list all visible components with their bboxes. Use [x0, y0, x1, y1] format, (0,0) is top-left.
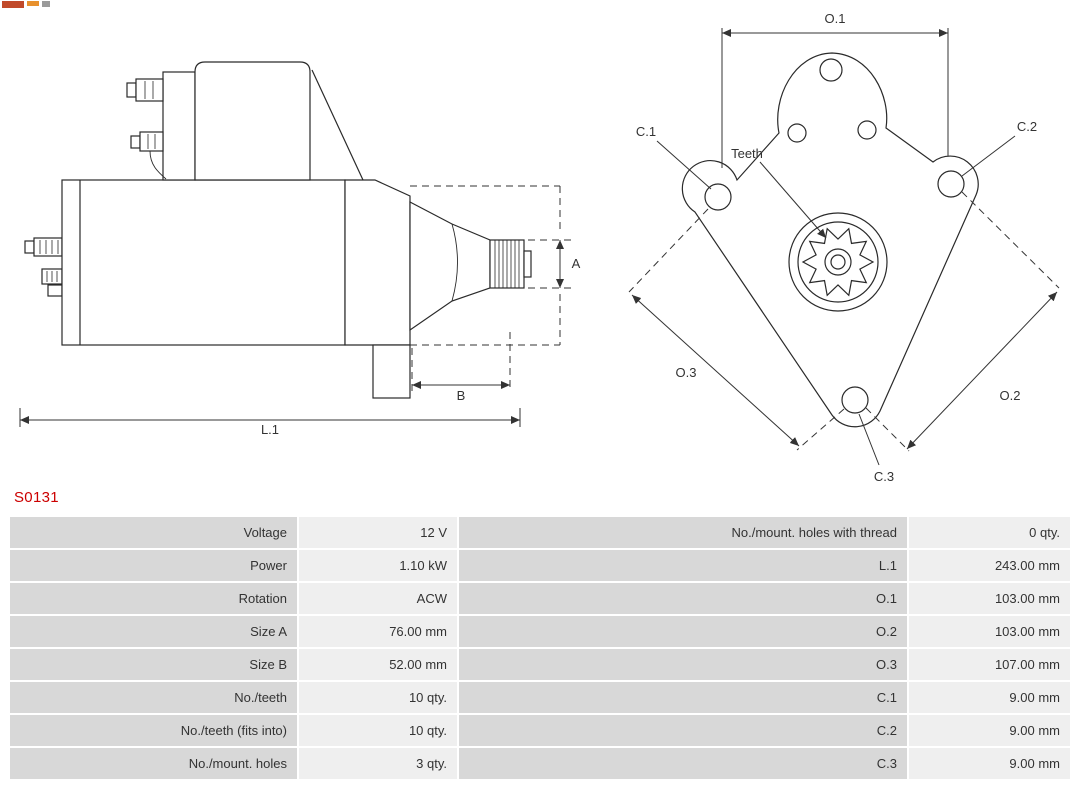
dim-label-c3: C.3 [874, 469, 894, 484]
spec-label-cell: Size B [10, 649, 297, 680]
leader-c3 [858, 413, 880, 466]
spec-value-cell: 0 qty. [909, 517, 1070, 548]
small-hole [857, 120, 877, 140]
spec-value-cell: 52.00 mm [299, 649, 457, 680]
mounting-hole-c1 [704, 183, 732, 211]
nut-facets [144, 81, 154, 99]
spec-value-cell: 9.00 mm [909, 682, 1070, 713]
spec-value-cell: 107.00 mm [909, 649, 1070, 680]
top-hole [819, 58, 843, 82]
dim-o3-arrow [631, 294, 800, 447]
spec-value-cell: 9.00 mm [909, 748, 1070, 779]
spec-label-cell: C.1 [459, 682, 907, 713]
spec-label-cell: No./teeth (fits into) [10, 715, 297, 746]
spec-value-cell: 3 qty. [299, 748, 457, 779]
spec-value-cell: 103.00 mm [909, 616, 1070, 647]
spec-label-cell: O.1 [459, 583, 907, 614]
spec-label-cell: Size A [10, 616, 297, 647]
leader-c1 [656, 140, 712, 190]
spec-label-cell: No./mount. holes [10, 748, 297, 779]
solenoid-terminal [126, 82, 137, 98]
dim-label-o2: O.2 [1000, 388, 1021, 403]
dim-b-extension-lines [411, 332, 511, 392]
terminal-stud [24, 240, 35, 254]
spec-value-cell: ACW [299, 583, 457, 614]
side-view [24, 61, 532, 399]
spec-value-cell: 103.00 mm [909, 583, 1070, 614]
spec-value-cell: 1.10 kW [299, 550, 457, 581]
terminal-stud [47, 284, 63, 297]
dim-a-extension-lines [528, 239, 574, 289]
nut-facets [147, 134, 156, 149]
spec-label-cell: O.2 [459, 616, 907, 647]
spec-label-cell: Power [10, 550, 297, 581]
nose-contour [451, 223, 458, 302]
gear-spline-lines [494, 240, 520, 288]
mounting-foot [372, 344, 411, 399]
solenoid-terminal [139, 131, 164, 152]
logo-fragment-bar [27, 1, 39, 6]
spec-label-cell: O.3 [459, 649, 907, 680]
spec-value-cell: 10 qty. [299, 682, 457, 713]
part-number: S0131 [14, 489, 59, 506]
dim-label-c1: C.1 [636, 124, 656, 139]
spec-label-cell: No./teeth [10, 682, 297, 713]
aspl-logo-fragment [2, 1, 50, 8]
leader-c2 [961, 135, 1016, 177]
dim-o2-extension-lines [865, 191, 1060, 452]
wire-line [149, 150, 167, 180]
solenoid-terminal [130, 135, 141, 149]
solenoid-cap [162, 71, 196, 181]
dim-label-teeth: Teeth [731, 146, 763, 161]
spec-value-cell: 12 V [299, 517, 457, 548]
small-hole [787, 123, 807, 143]
front-view [681, 52, 979, 428]
thread-lines [39, 240, 59, 254]
dim-label-o3: O.3 [676, 365, 697, 380]
spec-label-cell: C.3 [459, 748, 907, 779]
drive-end-frame [344, 179, 411, 346]
shaft-tip [523, 250, 532, 278]
spec-label-cell: No./mount. holes with thread [459, 517, 907, 548]
dim-label-l1: L.1 [261, 422, 279, 437]
logo-fragment-bar [2, 1, 24, 8]
mounting-hole-c2 [937, 170, 965, 198]
front-view-dimensions [628, 28, 1060, 466]
dim-o3-extension-lines [628, 208, 845, 451]
dim-label-b: B [457, 388, 466, 403]
construction-dashed-lines [410, 185, 561, 346]
spec-value-cell: 9.00 mm [909, 715, 1070, 746]
spec-table: Voltage 12 V No./mount. holes with threa… [10, 517, 1070, 779]
spec-label-cell: Rotation [10, 583, 297, 614]
spec-value-cell: 10 qty. [299, 715, 457, 746]
logo-fragment-bar [42, 1, 50, 7]
shaft-center [830, 254, 846, 270]
dim-o1-extension-lines [721, 28, 949, 168]
solenoid-terminal [135, 78, 164, 102]
dim-label-c2: C.2 [1017, 119, 1037, 134]
mounting-hole-c3 [841, 386, 869, 414]
thread-lines [46, 271, 58, 282]
spec-label-cell: C.2 [459, 715, 907, 746]
solenoid-body [194, 61, 311, 181]
motor-body [61, 179, 346, 346]
leader-teeth [759, 161, 827, 239]
dim-o2-arrow [906, 291, 1058, 450]
dim-label-a: A [572, 256, 581, 271]
technical-drawing: A B L.1 O.1 C.1 C.2 Teeth O. [19, 11, 1060, 484]
spec-value-cell: 243.00 mm [909, 550, 1070, 581]
nose-cone [409, 201, 491, 332]
bracket-line [311, 69, 364, 181]
spec-label-cell: Voltage [10, 517, 297, 548]
spec-label-cell: L.1 [459, 550, 907, 581]
dim-label-o1: O.1 [825, 11, 846, 26]
spec-value-cell: 76.00 mm [299, 616, 457, 647]
side-view-dimensions [19, 185, 574, 427]
